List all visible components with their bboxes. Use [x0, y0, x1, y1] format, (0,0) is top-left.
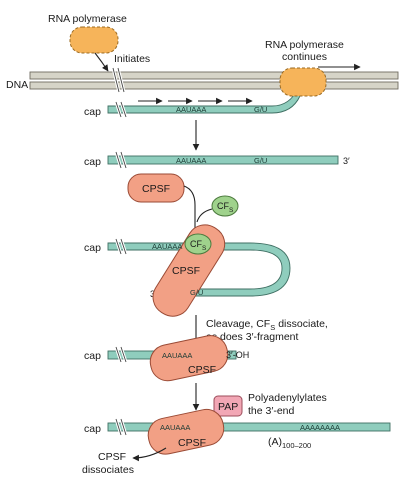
- cpsf-dissociates-label-1: CPSF: [98, 451, 126, 463]
- cpsf-free: [127, 173, 185, 203]
- initiates-label: Initiates: [114, 53, 150, 65]
- cap-label-1: cap: [84, 106, 101, 118]
- aauaaa-seq-3: AAUAAA: [152, 242, 182, 251]
- cpsf-cleaved: [149, 335, 229, 382]
- cleavage-label-2: as does 3′-fragment: [206, 331, 299, 343]
- poly-a-length-label: (A)100–200: [268, 436, 311, 450]
- cap-label-4: cap: [84, 350, 101, 362]
- dna-strand-bottom: [29, 81, 399, 90]
- aauaaa-seq-2: AAUAAA: [176, 156, 206, 165]
- cpsf-dissociate-arrow: [132, 447, 167, 462]
- dna-label: DNA: [6, 79, 28, 91]
- rna-break-lines-5: [115, 418, 127, 436]
- aauaaa-seq-4: AAUAAA: [162, 351, 192, 360]
- three-prime-label-1: 3′: [343, 156, 350, 166]
- rna-polymerase-initial: [69, 26, 119, 54]
- rna-break-lines-4: [115, 346, 127, 363]
- gu-seq-3: G/U: [190, 288, 203, 297]
- pre-mrna: [107, 155, 339, 165]
- cpsf-cleaved-label: CPSF: [188, 364, 216, 376]
- cpsf-final-label: CPSF: [178, 437, 206, 449]
- aauaaa-seq-1: AAUAAA: [176, 105, 206, 114]
- polyadenylated-rna: [107, 422, 391, 432]
- aauaaa-seq-5: AAUAAA: [160, 423, 190, 432]
- pol-continues-label-2: continues: [282, 51, 327, 63]
- cpsf-final: [147, 408, 225, 455]
- polyadenylates-label-2: the 3′-end: [248, 405, 294, 417]
- gu-seq-2: G/U: [254, 156, 267, 165]
- cfs-free: [211, 195, 239, 217]
- cap-label-3: cap: [84, 242, 101, 254]
- cpsf-free-label: CPSF: [142, 183, 170, 195]
- rna-polymerase-moving: [279, 67, 327, 97]
- cpsf-join-arrow: [183, 185, 199, 237]
- rna-break-lines-3: [115, 238, 127, 255]
- initiates-arrow: [94, 52, 109, 72]
- gu-seq-1: G/U: [254, 105, 267, 114]
- cap-label-5: cap: [84, 423, 101, 435]
- cfs-bound: [184, 233, 212, 255]
- poly-a-tail-seq: AAAAAAAA: [300, 423, 340, 432]
- cap-label-2: cap: [84, 156, 101, 168]
- cfs-bound-label: CFS: [190, 239, 207, 252]
- cfs-join-arrow: [196, 208, 213, 223]
- rna-break-lines-2: [115, 151, 127, 169]
- pap-label: PAP: [218, 401, 238, 413]
- cfs-free-label: CFS: [217, 201, 234, 214]
- rna-polymerase-label: RNA polymerase: [48, 13, 127, 25]
- cpsf-dissociates-label-2: dissociates: [82, 464, 134, 476]
- dna-break-lines: [112, 67, 125, 93]
- polyadenylates-label-1: Polyadenylylates: [248, 392, 327, 404]
- cpsf-bound-label: CPSF: [172, 265, 200, 277]
- pap-enzyme: [213, 395, 243, 417]
- rna-break-lines: [115, 101, 127, 118]
- three-oh-label: 3′-OH: [226, 350, 249, 360]
- dna-strand-top: [29, 71, 399, 80]
- pol-continues-label-1: RNA polymerase: [265, 39, 344, 51]
